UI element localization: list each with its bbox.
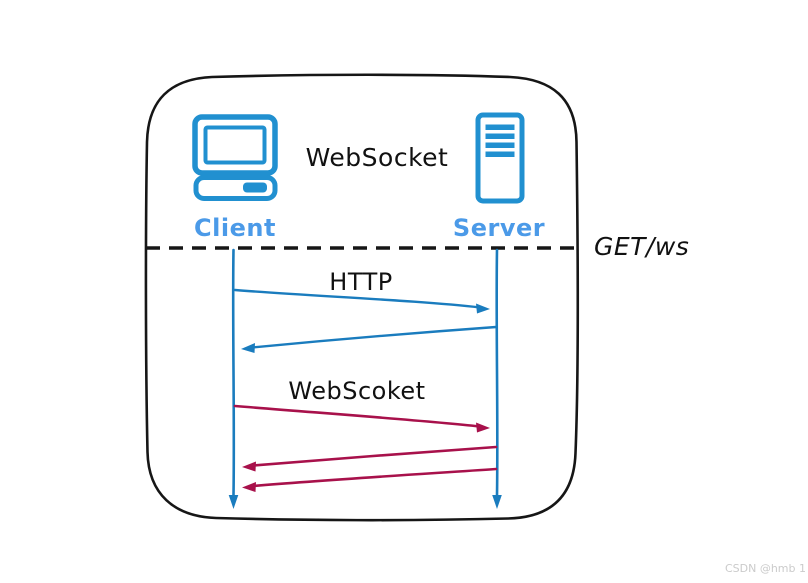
- get-ws-annotation: GET/ws: [594, 232, 689, 261]
- http-response-arrow: [241, 325, 498, 353]
- client-lifeline: [228, 248, 239, 509]
- websocket-message-arrow-3: [242, 467, 498, 492]
- websocket-message-arrow-1: [233, 404, 490, 433]
- http-request-arrowhead-icon: [476, 303, 490, 314]
- websocket-message-arrow-2: [242, 445, 498, 472]
- container-box: [144, 73, 579, 522]
- websocket-message-line-2: [251, 445, 498, 467]
- http-request-line: [233, 288, 482, 309]
- client-computer-icon: [192, 114, 278, 201]
- diagram-title: WebSocket: [306, 143, 449, 172]
- watermark: CSDN @hmb 1: [724, 562, 806, 575]
- server-slot-2: [485, 133, 515, 139]
- websocket-message-line-3: [251, 467, 498, 488]
- client-lifeline-line: [231, 248, 236, 497]
- server-slot-1: [485, 124, 515, 130]
- websocket-phase-label: WebScoket: [288, 377, 425, 405]
- server-frame: [475, 112, 525, 204]
- server-label: Server: [453, 214, 545, 242]
- websocket-message-line-1: [233, 404, 482, 428]
- http-response-line: [250, 325, 498, 349]
- websocket-message-arrowhead-3-icon: [242, 482, 256, 492]
- server-lifeline-arrowhead-icon: [492, 495, 502, 509]
- http-request-arrow: [233, 288, 490, 314]
- monitor-frame: [192, 114, 278, 176]
- server-tower-icon: [475, 112, 525, 204]
- monitor-screen: [203, 125, 267, 165]
- client-label: Client: [194, 214, 276, 242]
- server-lifeline: [492, 248, 502, 509]
- server-lifeline-line: [495, 248, 499, 497]
- websocket-message-arrowhead-2-icon: [242, 461, 256, 472]
- server-slot-4: [485, 151, 515, 157]
- server-slot-3: [485, 142, 515, 148]
- websocket-message-arrowhead-1-icon: [476, 422, 490, 433]
- computer-base-button: [243, 182, 267, 193]
- client-lifeline-arrowhead-icon: [228, 495, 239, 509]
- computer-base: [193, 175, 278, 201]
- http-response-arrowhead-icon: [241, 343, 255, 353]
- http-phase-label: HTTP: [329, 268, 392, 296]
